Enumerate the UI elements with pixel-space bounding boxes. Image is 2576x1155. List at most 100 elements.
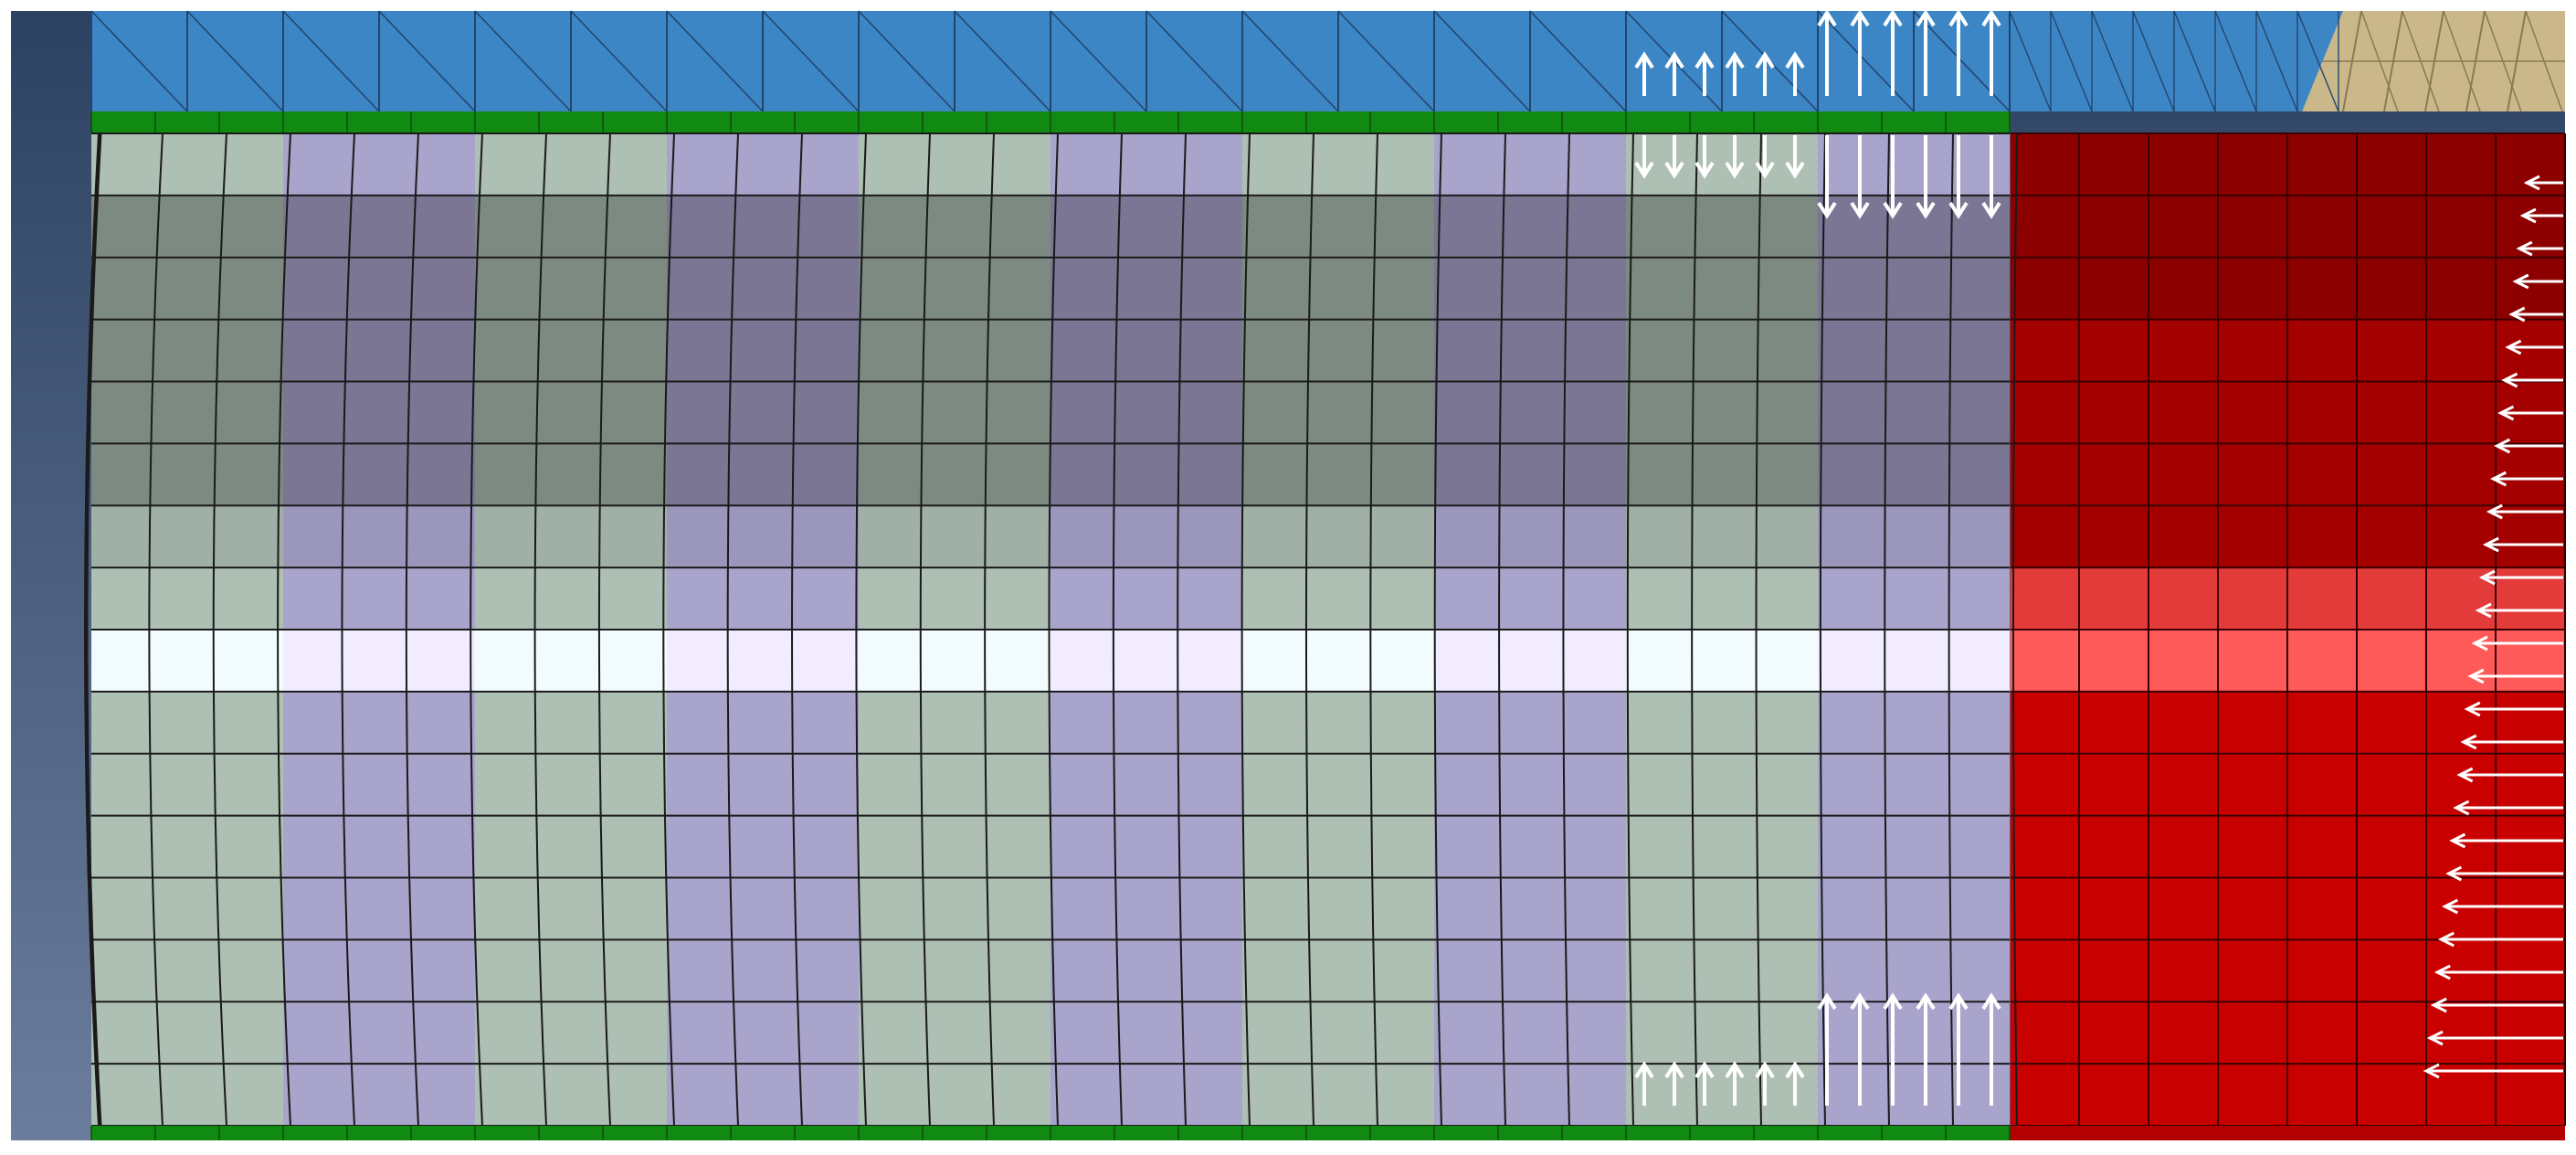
specimen-element bbox=[1882, 877, 1947, 940]
specimen-element bbox=[1882, 505, 1947, 568]
specimen-element bbox=[1818, 877, 1883, 940]
specimen-element bbox=[91, 381, 156, 444]
specimen-element bbox=[1818, 567, 1883, 630]
load-arrow-top-long-head bbox=[1948, 9, 1969, 27]
top-plate-mesh-line bbox=[282, 10, 380, 112]
specimen-element bbox=[1370, 195, 1435, 259]
specimen-element bbox=[1946, 1064, 2011, 1127]
specimen-element bbox=[411, 443, 476, 506]
specimen-element bbox=[1498, 691, 1563, 755]
specimen-element bbox=[1626, 1001, 1691, 1065]
load-arrow-right-edge-head bbox=[2523, 175, 2540, 191]
specimen-element bbox=[667, 1064, 732, 1127]
load-arrow-bottom-long-head bbox=[1850, 992, 1870, 1011]
load-arrow-down-long-head bbox=[1817, 201, 1837, 219]
specimen-element bbox=[91, 630, 156, 693]
specimen-element bbox=[411, 691, 476, 755]
specimen-element bbox=[1306, 505, 1371, 568]
specimen-element bbox=[859, 815, 924, 878]
specimen-element bbox=[155, 691, 220, 755]
specimen-element bbox=[1178, 443, 1243, 506]
specimen-element bbox=[1626, 381, 1691, 444]
specimen-element bbox=[1306, 815, 1371, 878]
specimen-element bbox=[1178, 877, 1243, 940]
specimen-element bbox=[667, 691, 732, 755]
specimen-element bbox=[1050, 630, 1115, 693]
specimen-element bbox=[1818, 691, 1883, 755]
load-arrow-bottom-short-head bbox=[1725, 1061, 1745, 1079]
specimen-element bbox=[1946, 630, 2011, 693]
specimen-element bbox=[1882, 939, 1947, 1002]
specimen-element bbox=[1434, 691, 1499, 755]
specimen-element bbox=[219, 1001, 284, 1065]
specimen-element bbox=[603, 691, 668, 755]
specimen-element bbox=[923, 877, 987, 940]
specimen-element bbox=[1562, 195, 1627, 259]
specimen-element bbox=[91, 1001, 156, 1065]
specimen-element bbox=[987, 319, 1051, 382]
specimen-element bbox=[475, 815, 540, 878]
specimen-element bbox=[731, 1001, 796, 1065]
specimen-element bbox=[1690, 815, 1755, 878]
specimen-element bbox=[1178, 939, 1243, 1002]
specimen-element bbox=[923, 505, 987, 568]
specimen-element bbox=[795, 630, 860, 693]
specimen-element bbox=[475, 319, 540, 382]
specimen-element bbox=[1178, 815, 1243, 878]
specimen-element bbox=[795, 195, 860, 259]
specimen-element bbox=[1050, 877, 1115, 940]
load-arrow-right-edge-head bbox=[2430, 997, 2447, 1013]
specimen-element bbox=[795, 443, 860, 506]
specimen-element bbox=[1690, 753, 1755, 817]
specimen-element bbox=[1242, 877, 1307, 940]
specimen-element bbox=[731, 319, 796, 382]
specimen-element bbox=[667, 505, 732, 568]
specimen-element bbox=[539, 1001, 604, 1065]
specimen-element bbox=[731, 691, 796, 755]
specimen-element bbox=[1306, 381, 1371, 444]
specimen-element bbox=[1626, 195, 1691, 259]
specimen-element bbox=[987, 505, 1051, 568]
specimen-element bbox=[411, 939, 476, 1002]
specimen-element bbox=[1434, 505, 1499, 568]
specimen-element bbox=[347, 877, 412, 940]
specimen-element bbox=[219, 133, 284, 196]
specimen-element bbox=[731, 257, 796, 321]
specimen-element bbox=[1498, 505, 1563, 568]
specimen-element bbox=[539, 753, 604, 817]
specimen-element bbox=[219, 257, 284, 321]
specimen-element bbox=[1562, 753, 1627, 817]
specimen-element bbox=[1178, 691, 1243, 755]
top-plate-mesh-line bbox=[2296, 10, 2339, 112]
specimen-element bbox=[1050, 815, 1115, 878]
specimen-element bbox=[859, 691, 924, 755]
load-arrow-top-short-head bbox=[1785, 51, 1805, 69]
specimen-element bbox=[1690, 1001, 1755, 1065]
specimen-element bbox=[411, 133, 476, 196]
load-arrow-right-edge-head bbox=[2512, 273, 2529, 290]
specimen-element bbox=[283, 257, 348, 321]
specimen-element bbox=[539, 505, 604, 568]
specimen-element bbox=[859, 1001, 924, 1065]
specimen-element bbox=[1114, 381, 1179, 444]
load-arrow-right-edge-head bbox=[2423, 1063, 2440, 1079]
specimen-element bbox=[923, 381, 987, 444]
specimen-mesh-line bbox=[2012, 132, 2018, 1127]
specimen-element bbox=[1242, 567, 1307, 630]
specimen-element bbox=[1690, 505, 1755, 568]
specimen-element bbox=[923, 939, 987, 1002]
specimen-element bbox=[91, 691, 156, 755]
specimen-element bbox=[475, 257, 540, 321]
load-arrow-right-edge-head bbox=[2486, 503, 2503, 520]
specimen-element bbox=[475, 567, 540, 630]
specimen-element bbox=[155, 505, 220, 568]
specimen-element bbox=[1370, 133, 1435, 196]
specimen-element bbox=[155, 443, 220, 506]
specimen-element bbox=[411, 505, 476, 568]
specimen-element bbox=[1946, 381, 2011, 444]
top-plate-mesh-line bbox=[186, 10, 284, 112]
specimen-element bbox=[1434, 257, 1499, 321]
specimen-element bbox=[219, 939, 284, 1002]
specimen-element bbox=[1306, 319, 1371, 382]
specimen-element bbox=[475, 505, 540, 568]
